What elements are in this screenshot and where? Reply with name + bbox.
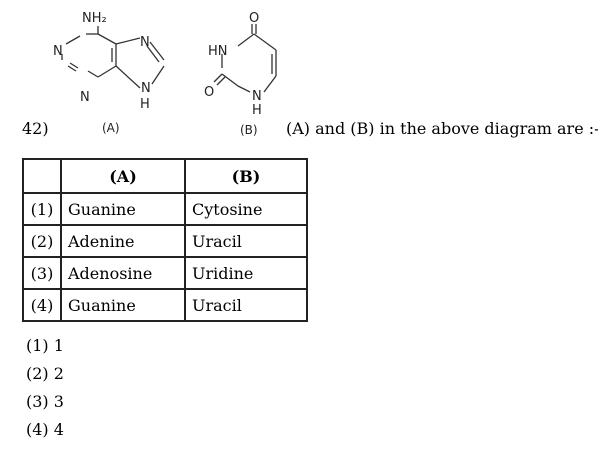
structure-a: NH₂ N N N N H (A): [40, 4, 190, 136]
table-row: (3) Adenosine Uridine: [22, 256, 308, 290]
options-table: (A) (B) (1) Guanine Cytosine (2) Adenine…: [22, 158, 308, 322]
row-value-b: Uracil: [184, 224, 308, 258]
question-number: 42): [22, 119, 49, 138]
uracil-structure-drawing: O HN O N H (B): [204, 11, 277, 137]
n7-label: N: [140, 35, 150, 50]
adenine-structure-drawing: NH₂ N N N N H (A): [53, 11, 165, 135]
caption-a: (A): [102, 121, 120, 135]
h9-label: H: [140, 97, 150, 112]
row-value-a: Adenosine: [60, 256, 186, 290]
answer-choices: (1) 1 (2) 2 (3) 3 (4) 4: [26, 334, 64, 446]
row-number: (4): [22, 288, 62, 322]
row-number: (1): [22, 192, 62, 226]
n-label: N: [252, 89, 262, 104]
row-value-a: Guanine: [60, 192, 186, 226]
answer-choice-4[interactable]: (4) 4: [26, 420, 64, 439]
n1-label: N: [53, 44, 63, 59]
answer-choice-3[interactable]: (3) 3: [26, 392, 64, 411]
table-header-a: (A): [60, 158, 186, 194]
row-value-b: Uridine: [184, 256, 308, 290]
h-label: H: [252, 103, 262, 118]
answer-choice-2[interactable]: (2) 2: [26, 364, 64, 383]
table-row: (1) Guanine Cytosine: [22, 192, 308, 226]
row-value-a: Adenine: [60, 224, 186, 258]
structure-b: O HN O N H (B): [198, 4, 298, 137]
question-stem: (A) and (B) in the above diagram are :-: [286, 119, 598, 138]
row-value-a: Guanine: [60, 288, 186, 322]
o-left-label: O: [204, 85, 214, 100]
answer-choice-1[interactable]: (1) 1: [26, 336, 64, 355]
table-header-b: (B): [184, 158, 308, 194]
table-row: (2) Adenine Uracil: [22, 224, 308, 258]
hn-label: HN: [208, 44, 228, 59]
row-number: (2): [22, 224, 62, 258]
nh2-label: NH₂: [82, 11, 107, 26]
table-header-row: (A) (B): [22, 158, 308, 194]
row-value-b: Uracil: [184, 288, 308, 322]
n3-label: N: [80, 90, 90, 105]
n9-label: N: [141, 81, 151, 96]
row-value-b: Cytosine: [184, 192, 308, 226]
caption-b: (B): [240, 123, 258, 136]
o-top-label: O: [249, 11, 259, 26]
table-row: (4) Guanine Uracil: [22, 288, 308, 322]
row-number: (3): [22, 256, 62, 290]
table-header-empty: [22, 158, 62, 194]
